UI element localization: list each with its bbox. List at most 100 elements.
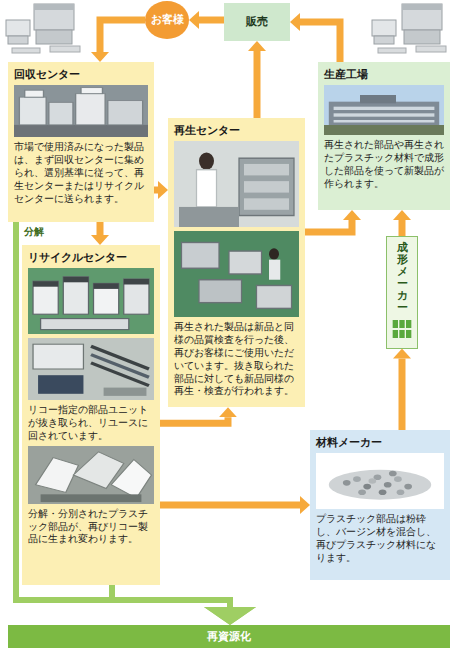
copier-top bbox=[34, 4, 74, 10]
box-text: 再生された部品や再生されたプラスチック材料で成形した部品を使って新製品が作られま… bbox=[324, 139, 444, 190]
pellets-photo bbox=[316, 453, 444, 509]
box-text: 再生された製品は新品と同様の品質検査を行った後、再びお客様にご使用いただいていま… bbox=[174, 321, 299, 398]
machines-photo-part bbox=[63, 277, 88, 283]
box-heading: 再生センター bbox=[174, 124, 299, 138]
molding-icon-part bbox=[399, 330, 404, 338]
assembly-line-photo bbox=[174, 231, 299, 317]
molding-icon-part bbox=[406, 320, 411, 328]
warehouse-photo-part bbox=[108, 101, 143, 125]
pellets-photo-part bbox=[353, 477, 361, 483]
box-heading: 回収センター bbox=[14, 68, 148, 82]
node-label: 販売 bbox=[246, 15, 268, 28]
flow-arrow bbox=[100, 20, 145, 52]
box-text: 分解・分別されたプラスチック部品が、再びリコー製品に生まれ変わります。 bbox=[28, 508, 154, 546]
flow-arrow bbox=[399, 220, 406, 236]
assembly-line-photo-part bbox=[174, 231, 299, 317]
flow-arrow bbox=[160, 502, 300, 509]
molding-icon-part bbox=[399, 320, 404, 328]
box-text: 市場で使用済みになった製品は、まず回収センターに集められ、選別基準に従って、再生… bbox=[14, 141, 148, 205]
pellets-photo-part bbox=[397, 490, 405, 496]
flow-arrow bbox=[399, 359, 406, 430]
box-text: プラスチック部品は粉砕し、バージン材を混合し、再びプラスチック材料になります。 bbox=[316, 513, 444, 564]
warehouse-photo-part bbox=[49, 103, 73, 126]
flow-arrow bbox=[160, 417, 228, 423]
factory-photo-part bbox=[334, 114, 435, 117]
pellets-photo-part bbox=[384, 482, 392, 488]
flow-arrow bbox=[154, 187, 158, 194]
paper-stack bbox=[50, 46, 80, 52]
pellets-photo-part bbox=[343, 480, 351, 486]
sales-box: 販売 bbox=[224, 3, 290, 41]
office-machines-left bbox=[6, 4, 80, 53]
pellets-photo-part bbox=[358, 490, 366, 496]
printer-tray bbox=[374, 36, 394, 44]
printer-body bbox=[372, 20, 396, 36]
box-heading: リサイクルセンター bbox=[28, 251, 154, 265]
machines-photo-part bbox=[124, 279, 149, 285]
machines-photo bbox=[28, 268, 154, 334]
paper-stack bbox=[416, 46, 446, 52]
plastic-parts-photo-part bbox=[111, 459, 151, 498]
machines-photo-part bbox=[94, 284, 119, 290]
assembly-line-photo-part bbox=[199, 280, 242, 303]
node-label: 再資源化 bbox=[207, 630, 251, 643]
factory-photo-part bbox=[334, 107, 435, 110]
parts-photo-part bbox=[38, 375, 83, 394]
factory-photo-part bbox=[329, 102, 439, 125]
resource-arrow bbox=[112, 585, 230, 607]
inspection-photo-part bbox=[244, 164, 289, 175]
inspection-photo-part bbox=[244, 181, 289, 192]
copier-body bbox=[34, 4, 74, 30]
warehouse-photo-part bbox=[14, 85, 148, 137]
inspection-photo-part bbox=[199, 153, 214, 170]
parts-photo-part bbox=[33, 344, 83, 369]
factory-photo-part bbox=[334, 120, 435, 123]
warehouse-photo bbox=[14, 85, 148, 137]
flow-arrow bbox=[300, 22, 340, 62]
pellets-photo-part bbox=[316, 453, 444, 509]
warehouse-photo-part bbox=[25, 90, 44, 97]
plastic-parts-photo-part bbox=[28, 446, 154, 504]
molding-icon-part bbox=[393, 320, 398, 328]
warehouse-photo-part bbox=[14, 125, 148, 137]
printer-tray bbox=[8, 36, 28, 44]
assembly-line-photo-part bbox=[229, 251, 262, 274]
box-heading: 材料メーカー bbox=[316, 436, 444, 450]
copier-stand bbox=[404, 30, 440, 44]
printer-body bbox=[6, 20, 30, 36]
machines-photo-part bbox=[28, 268, 154, 334]
paper-stack bbox=[378, 48, 406, 53]
warehouse-photo-part bbox=[76, 94, 105, 125]
pellets-photo-part bbox=[368, 478, 376, 484]
flow-arrow bbox=[305, 220, 352, 232]
box-text: リコー指定の部品ユニットが抜き取られ、リユースに回されています。 bbox=[28, 404, 154, 442]
parts-photo-part bbox=[28, 338, 154, 400]
pellets-photo-part bbox=[404, 484, 412, 490]
edge-label: 分解 bbox=[22, 226, 46, 238]
plastic-parts-photo bbox=[28, 446, 154, 504]
inspection-photo-part bbox=[244, 199, 289, 210]
copier-stand bbox=[36, 30, 72, 44]
pellets-photo-part bbox=[389, 471, 397, 477]
machines-photo-part bbox=[41, 319, 129, 330]
plastic-parts-photo-part bbox=[36, 457, 79, 492]
inspection-photo-part bbox=[197, 170, 217, 207]
factory-box: 生産工場再生された部品や再生されたプラスチック材料で成形した部品を使って新製品が… bbox=[318, 62, 450, 210]
machines-photo-part bbox=[124, 279, 149, 314]
result-band: 再資源化 bbox=[8, 625, 450, 648]
flow-arrow bbox=[254, 51, 261, 118]
factory-photo-part bbox=[324, 85, 444, 135]
factory-photo-part bbox=[360, 95, 396, 103]
paper-stack bbox=[12, 48, 40, 53]
machines-photo-part bbox=[94, 284, 119, 315]
copier-body bbox=[402, 4, 442, 30]
parts-photo-part bbox=[91, 363, 149, 386]
pellets-photo-part bbox=[329, 470, 431, 500]
molding-icon-part bbox=[406, 330, 411, 338]
copier-top bbox=[402, 4, 442, 10]
machines-photo-part bbox=[63, 277, 88, 314]
assembly-line-photo-part bbox=[269, 248, 279, 259]
flow-arrow bbox=[97, 222, 104, 235]
assembly-line-photo-part bbox=[257, 286, 292, 309]
molding-icon-part bbox=[393, 330, 398, 338]
